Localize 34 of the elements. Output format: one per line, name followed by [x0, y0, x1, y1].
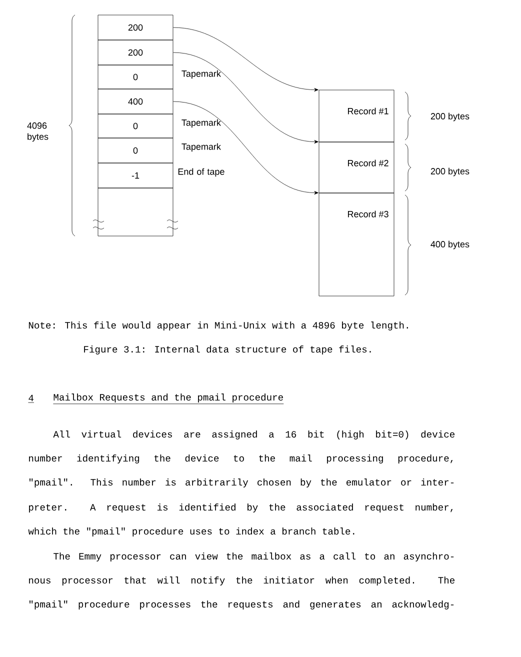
- body-text-line: nous processor that will notify the initiator when completed. The: [29, 576, 454, 586]
- memory-cell: -1: [98, 162, 174, 188]
- cell-annotation: Tapemark: [182, 70, 221, 79]
- size-label: 4096 bytes: [27, 122, 48, 142]
- memory-cell: 0: [98, 114, 174, 138]
- figure-caption: Figure 3.1: Internal data structure of tape files.: [84, 346, 371, 354]
- memory-cell: 400: [98, 88, 174, 114]
- section-heading: Mailbox Requests and the pmail procedure: [53, 394, 284, 404]
- body-text-line: "pmail". This number is arbitrarily chosen by the emulator or inter-: [30, 478, 454, 488]
- memory-cell: 0: [98, 64, 174, 90]
- size-label: 400 bytes: [430, 240, 470, 250]
- body-text-line: "pmail" procedure processes the requests and generates an acknowledg-: [30, 600, 454, 610]
- memory-cell: 0: [98, 138, 174, 164]
- cell-annotation: Tapemark: [182, 143, 221, 152]
- memory-cell: 200: [98, 40, 174, 66]
- size-label: 200 bytes: [430, 168, 470, 176]
- cell-annotation: End of tape: [178, 168, 224, 177]
- empty-cell: [98, 188, 174, 236]
- cell-annotation: Tapemark: [182, 119, 221, 128]
- body-text-line: All virtual devices are assigned a 16 bit (high bit=0) device: [53, 430, 454, 440]
- memory-cell: 200: [98, 14, 174, 40]
- record-box: Record #1: [318, 90, 394, 142]
- record-box: Record #2: [318, 142, 394, 194]
- body-text-line: number identifying the device to the mail processing procedure,: [29, 454, 453, 464]
- section-number: 4: [28, 394, 34, 403]
- arrow: [173, 101, 318, 195]
- body-text-line: which the "pmail" procedure uses to index a branch table.: [28, 528, 354, 536]
- size-label: 200 bytes: [430, 112, 470, 122]
- body-text-line: The Emmy processor can view the mailbox as a call to an asynchro-: [54, 552, 454, 562]
- record-box: Record #3: [318, 192, 394, 296]
- body-text-line: preter. A request is identified by the associated request number,: [29, 504, 453, 512]
- arrow: [173, 27, 318, 92]
- arrow: [173, 52, 318, 144]
- note-text: Note: This file would appear in Mini-Unix with a 4896 byte length.: [28, 322, 408, 330]
